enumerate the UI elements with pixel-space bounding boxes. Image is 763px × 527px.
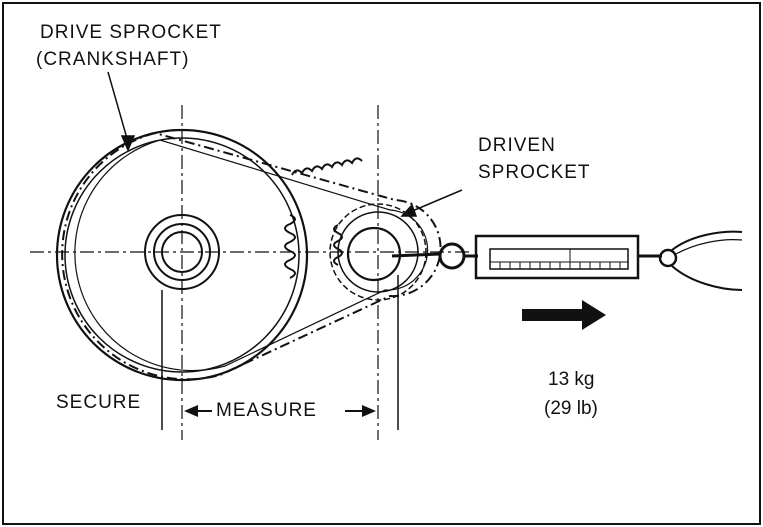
measure-lines — [161, 275, 399, 430]
secure-label: SECURE — [56, 392, 142, 413]
drive-hub-outer — [144, 214, 220, 290]
scale-body — [474, 234, 640, 280]
measure-label: MEASURE — [216, 400, 317, 421]
drive-sprocket-rim — [64, 137, 300, 373]
scale-window — [489, 248, 629, 270]
pull-arrow-shaft — [522, 309, 584, 321]
driven-leader-arrowhead — [400, 203, 418, 217]
driven-hub — [346, 226, 402, 282]
hook-wire — [391, 252, 441, 258]
chain-inner — [74, 139, 429, 372]
scale-end-ring — [658, 248, 678, 268]
scale-hook-ring — [438, 242, 466, 270]
drive-sprocket-label: DRIVE SPROCKET — [40, 22, 222, 43]
pull-arrow — [522, 300, 606, 330]
driven-sprocket — [329, 203, 427, 301]
drive-hub-mid — [153, 223, 211, 281]
handle-top-inner — [675, 239, 743, 255]
driven-sprocket-outer — [329, 203, 427, 301]
force-kg-label: 13 kg — [548, 369, 595, 390]
drive-sprocket — [55, 128, 309, 382]
driven-label: DRIVEN — [478, 135, 556, 156]
drive-teeth — [284, 214, 296, 279]
scale-ticks — [499, 249, 621, 269]
drive-hub-inner — [161, 231, 203, 273]
drive-leader-arrowhead — [120, 135, 136, 152]
handle-top — [671, 230, 743, 251]
measure-arrow-left — [184, 405, 198, 417]
force-lb-label: (29 lb) — [544, 398, 598, 419]
chain-outer — [61, 131, 442, 381]
driven-teeth — [333, 224, 343, 266]
measure-arrow-right — [362, 405, 376, 417]
pull-arrow-head — [582, 300, 606, 330]
drive-sprocket-outer — [55, 128, 309, 382]
handle-bottom — [671, 265, 743, 291]
drive-leader-line — [107, 71, 129, 143]
chain — [61, 131, 442, 381]
driven-sprocket-rim — [337, 211, 419, 293]
crankshaft-label: (CRANKSHAFT) — [36, 49, 190, 70]
measure-arrows — [184, 405, 376, 417]
center-lines — [30, 105, 470, 440]
leaders — [107, 71, 463, 217]
chain-links — [291, 157, 363, 176]
spring-scale — [391, 230, 743, 291]
sprocket-label: SPROCKET — [478, 162, 591, 183]
driven-leader-line — [409, 189, 463, 213]
